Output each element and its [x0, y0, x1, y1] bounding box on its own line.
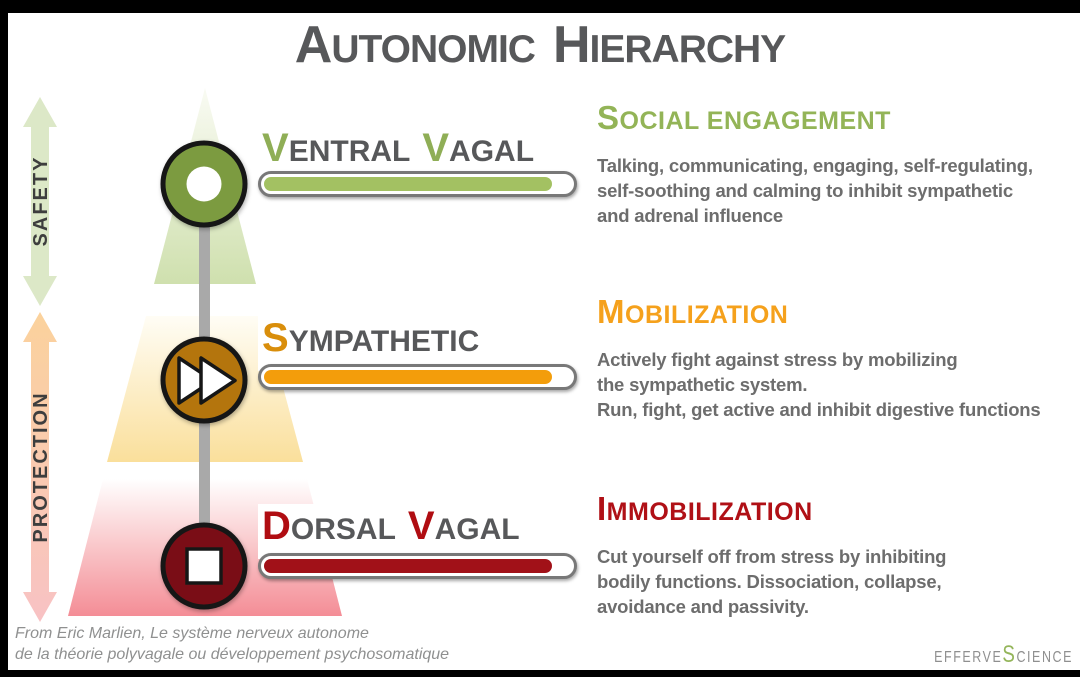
- body-line: Cut yourself off from stress by inhibiti…: [597, 546, 947, 567]
- panel-heading-mobilization: MOBILIZATION: [597, 293, 789, 330]
- node-dorsal-vagal: [160, 522, 248, 610]
- bar-ventral-vagal-fill: [264, 177, 552, 191]
- attribution-line: de la théorie polyvagale ou développemen…: [15, 646, 450, 663]
- body-line: Talking, communicating, engaging, self-r…: [597, 155, 1033, 176]
- body-line: bodily functions. Dissociation, collapse…: [597, 571, 942, 592]
- bar-sympathetic-fill: [264, 370, 552, 384]
- body-line: self-soothing and calming to inhibit sym…: [597, 180, 1013, 201]
- body-line: avoidance and passivity.: [597, 596, 809, 617]
- bar-ventral-vagal: [258, 171, 577, 197]
- body-line: Actively fight against stress by mobiliz…: [597, 349, 958, 370]
- effervescience-logo: EFFERVESCIENCE: [934, 641, 1073, 668]
- node-ventral-vagal: [160, 140, 248, 228]
- panel-body-mobilization: Actively fight against stress by mobiliz…: [597, 347, 1075, 422]
- page-title: AUTONOMIC HIERARCHY: [0, 16, 1080, 87]
- panel-social-engagement: SOCIAL ENGAGEMENT Talking, communicating…: [597, 98, 1075, 228]
- title-word-1: AUTONOMIC: [294, 16, 536, 74]
- label-part: DORSAL: [262, 504, 396, 548]
- letterbox-left: [0, 0, 8, 677]
- node-sympathetic: [160, 336, 248, 424]
- label-part: VAGAL: [407, 504, 520, 548]
- body-line: the sympathetic system.: [597, 374, 808, 395]
- protection-arrow: [23, 312, 57, 622]
- title-word-2: HIERARCHY: [552, 16, 786, 74]
- circle-icon: [186, 166, 222, 202]
- stop-icon: [185, 547, 223, 585]
- fast-forward-icon: [177, 356, 237, 405]
- attribution: From Eric Marlien, Le système nerveux au…: [15, 623, 449, 665]
- panel-mobilization: MOBILIZATION Actively fight against stre…: [597, 292, 1075, 422]
- body-line: and adrenal influence: [597, 205, 783, 226]
- body-line: Run, fight, get active and inhibit diges…: [597, 399, 1041, 420]
- panel-immobilization: IMMOBILIZATION Cut yourself off from str…: [597, 489, 1075, 619]
- bar-dorsal-vagal-fill: [264, 559, 552, 573]
- safety-arrow: [23, 97, 57, 306]
- panel-body-social-engagement: Talking, communicating, engaging, self-r…: [597, 153, 1075, 228]
- bar-dorsal-vagal: [258, 553, 577, 579]
- label-part: VENTRAL: [262, 126, 411, 170]
- safety-axis-label: SAFETY: [30, 156, 52, 247]
- attribution-line: From Eric Marlien, Le système nerveux au…: [15, 625, 369, 642]
- label-sympathetic: SYMPATHETIC: [258, 316, 488, 371]
- label-part: SYMPATHETIC: [262, 316, 480, 360]
- panel-heading-social-engagement: SOCIAL ENGAGEMENT: [597, 99, 891, 136]
- letterbox-top: [0, 0, 1080, 13]
- letterbox-bottom: [0, 670, 1080, 677]
- protection-axis-label: PROTECTION: [30, 391, 52, 542]
- panel-body-immobilization: Cut yourself off from stress by inhibiti…: [597, 544, 1075, 619]
- panel-heading-immobilization: IMMOBILIZATION: [597, 490, 813, 527]
- label-part: VAGAL: [422, 126, 535, 170]
- bar-sympathetic: [258, 364, 577, 390]
